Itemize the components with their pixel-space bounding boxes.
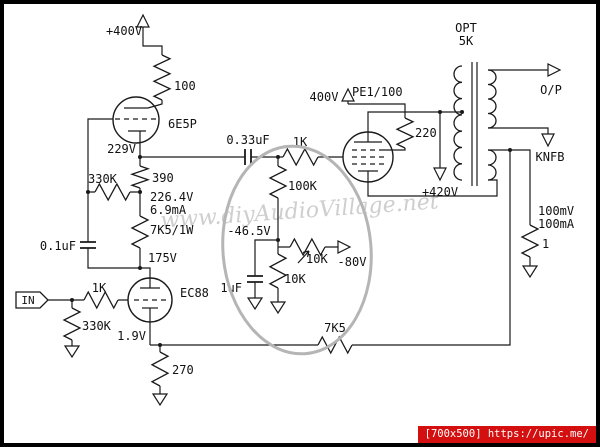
label-tube-ec88: EC88 <box>180 286 209 300</box>
ground-icon <box>521 265 539 279</box>
transformer-secondary-winding <box>487 69 497 129</box>
capacitor-0.33uf <box>244 149 252 165</box>
label-output: O/P <box>540 83 562 97</box>
label-1-ohm: 1 <box>542 237 549 251</box>
label-330k-input: 330K <box>82 319 112 333</box>
resistor-220 <box>395 117 415 149</box>
transformer-primary-winding <box>453 65 463 181</box>
ground-icon <box>269 301 287 315</box>
label-cap-1uf: 1uF <box>220 281 242 295</box>
neg80v-arrow-icon <box>337 240 352 254</box>
resistor-7k5-feedback <box>317 335 353 355</box>
capacitor-0.1uf <box>80 241 96 249</box>
ground-icon <box>246 297 264 311</box>
transformer-feedback-winding <box>487 149 497 181</box>
label-opt: OPT <box>455 21 477 35</box>
supply-screen-arrow-icon <box>341 87 355 102</box>
label-229v: 229V <box>107 142 136 156</box>
label-neg465v: -46.5V <box>227 224 270 238</box>
input-terminal <box>15 291 49 309</box>
label-100ma: 100mA <box>538 217 575 231</box>
schematic: +400V 100 6E5P 229V 0.33uF 1K 330K 390 2… <box>15 13 575 407</box>
label-7k5-feedback: 7K5 <box>324 321 346 335</box>
label-cap-033uf: 0.33uF <box>226 133 269 147</box>
label-220: 220 <box>415 126 437 140</box>
resistor-7k5-1w <box>130 215 150 249</box>
capacitor-1uf <box>247 275 263 283</box>
resistor-10k-lower <box>268 253 288 289</box>
ground-icon <box>151 393 169 407</box>
label-10k-pot: 10K <box>306 252 328 266</box>
label-resistor-100: 100 <box>174 79 196 93</box>
output-arrow-icon <box>547 63 562 77</box>
tube-ec88 <box>127 277 173 323</box>
label-in: IN <box>21 294 34 307</box>
supply-400v-arrow-icon <box>136 13 150 28</box>
resistor-270 <box>150 351 170 387</box>
resistor-1k-gridstop <box>282 147 319 167</box>
label-100k: 100K <box>288 179 318 193</box>
supply-420v-arrow-icon <box>433 167 447 182</box>
label-330k-grid-v1: 330K <box>88 172 118 186</box>
label-420v: +420V <box>422 185 458 199</box>
image-host-badge: [700x500] https://upic.me/ <box>417 426 596 443</box>
label-226v: 226.4V <box>150 190 193 204</box>
wires <box>48 27 549 394</box>
transformer-core <box>471 62 478 186</box>
resistor-330k-input <box>62 307 82 341</box>
label-knfb: KNFB <box>536 150 565 164</box>
tube-6e5p <box>112 96 160 144</box>
ground-icon <box>63 345 81 359</box>
resistor-1k-input <box>83 290 119 310</box>
tube-pe1-100 <box>342 131 394 183</box>
output-transformer <box>453 62 497 186</box>
label-100mv: 100mV <box>538 204 574 218</box>
label-390: 390 <box>152 171 174 185</box>
label-neg80v: -80V <box>338 255 367 269</box>
label-175v: 175V <box>148 251 177 265</box>
label-cap-01uf: 0.1uF <box>40 239 76 253</box>
label-supply-400v: +400V <box>106 24 142 38</box>
junction-dots <box>70 110 512 347</box>
resistor-1-sense <box>520 224 540 258</box>
label-10k-lower: 10K <box>284 272 306 286</box>
label-19v: 1.9V <box>117 329 146 343</box>
resistor-330k-grid-v1 <box>94 182 131 202</box>
resistor-plate-100 <box>152 54 172 101</box>
label-69ma: 6.9mA <box>150 203 187 217</box>
label-tube-6e5p: 6E5P <box>168 117 197 131</box>
resistor-100k <box>268 165 288 199</box>
potentiometer-10k <box>289 237 326 257</box>
label-opt-5k: 5K <box>459 34 474 48</box>
knfb-arrow-icon <box>541 133 555 148</box>
highlight-ellipse <box>221 144 373 356</box>
label-7k5-1w: 7K5/1W <box>150 223 194 237</box>
pot-wiper-arrow-icon <box>297 250 310 264</box>
resistor-390 <box>130 165 150 189</box>
label-270: 270 <box>172 363 194 377</box>
label-400v-screen: 400V <box>310 90 339 104</box>
label-1k-input: 1K <box>92 281 107 295</box>
label-tube-pe1-100: PE1/100 <box>352 85 403 99</box>
schematic-canvas: www.diyAudioVillage.net <box>15 13 575 407</box>
